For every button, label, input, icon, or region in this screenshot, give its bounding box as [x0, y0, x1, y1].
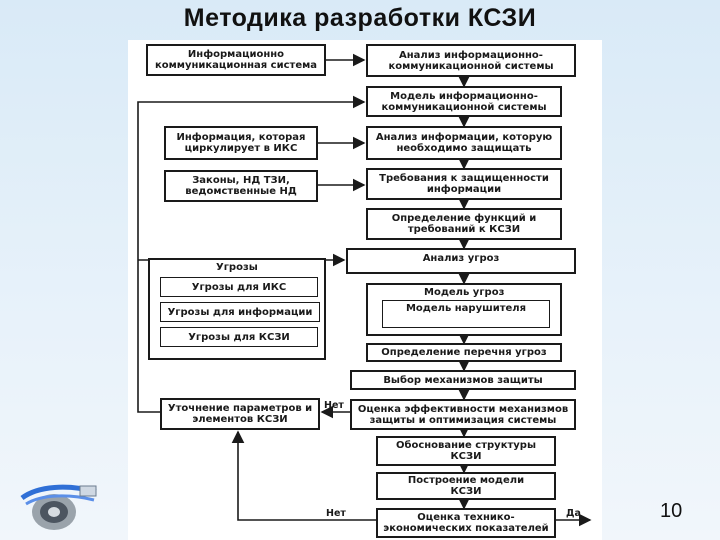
box-structure: Обоснование структуры КСЗИ — [376, 436, 556, 466]
box-ics: Информационно коммуникационная система — [146, 44, 326, 76]
label-yes: Да — [566, 508, 581, 519]
box-threats-info: Угрозы для информации — [160, 302, 320, 322]
network-cable-logo-icon — [18, 478, 100, 532]
threat-model-label: Модель угроз — [424, 287, 505, 298]
box-model-ics: Модель информационно- коммуникационной с… — [366, 86, 562, 117]
box-threats-ics: Угрозы для ИКС — [160, 277, 318, 297]
box-threat-analysis: Анализ угроз — [346, 248, 576, 274]
box-tech-econ: Оценка технико- экономических показателе… — [376, 508, 556, 538]
box-requirements: Требования к защищенности информации — [366, 168, 562, 200]
threats-group-label: Угрозы — [216, 262, 258, 273]
box-build-model: Построение модели КСЗИ — [376, 472, 556, 500]
box-analysis-ics: Анализ информационно- коммуникационной с… — [366, 44, 576, 77]
page-number: 10 — [660, 500, 683, 522]
box-threats-kszi: Угрозы для КСЗИ — [160, 327, 318, 347]
box-functions: Определение функций и требований к КСЗИ — [366, 208, 562, 240]
box-info-circulates: Информация, которая циркулирует в ИКС — [164, 126, 318, 160]
box-efficiency: Оценка эффективности механизмов защиты и… — [350, 399, 576, 430]
box-analysis-info: Анализ информации, которую необходимо за… — [366, 126, 562, 160]
box-threat-list: Определение перечня угроз — [366, 343, 562, 362]
box-refine-params: Уточнение параметров и элементов КСЗИ — [160, 398, 320, 430]
label-no-efficiency: Нет — [324, 400, 344, 411]
box-laws: Законы, НД ТЗИ, ведомственные НД — [164, 170, 318, 202]
box-protection-choice: Выбор механизмов защиты — [350, 370, 576, 390]
label-no-tech-econ: Нет — [326, 508, 346, 519]
page-title: Методика разработки КСЗИ — [183, 4, 537, 32]
box-intruder-model: Модель нарушителя — [382, 300, 550, 328]
